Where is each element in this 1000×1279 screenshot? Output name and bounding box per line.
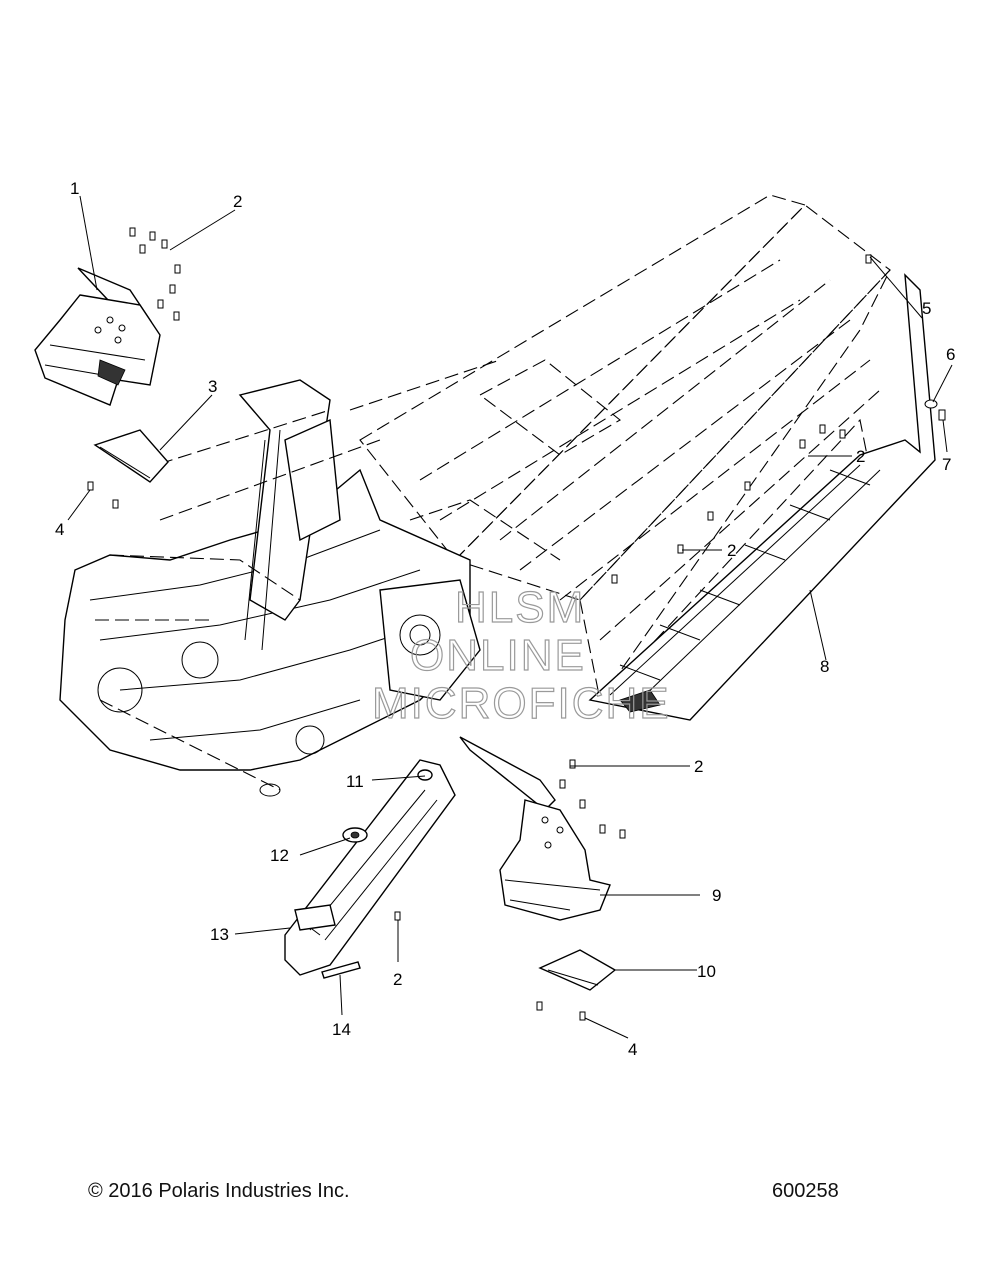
hardware-fasteners xyxy=(87,227,946,1021)
part-13-left-running-board xyxy=(284,759,456,976)
callout-14: 14 xyxy=(332,1020,351,1039)
watermark-line-1: HLSM xyxy=(455,583,585,632)
callout-labels: 1 2 3 4 5 6 7 2 2 8 2 11 12 9 13 2 10 14… xyxy=(55,179,955,1059)
part-10-plate xyxy=(538,949,617,991)
document-number: 600258 xyxy=(772,1180,839,1202)
copyright-text: © 2016 Polaris Industries Inc. xyxy=(88,1180,350,1202)
part-11-grommet xyxy=(417,769,433,781)
screw-icon xyxy=(87,227,872,1021)
callout-2: 2 xyxy=(393,970,402,989)
watermark-line-3: MICROFICHE xyxy=(372,679,671,728)
callout-9: 9 xyxy=(712,886,721,905)
callout-12: 12 xyxy=(270,846,289,865)
callout-11: 11 xyxy=(346,772,364,791)
callout-2: 2 xyxy=(727,541,736,560)
callout-1: 1 xyxy=(70,179,79,198)
callout-7: 7 xyxy=(942,455,951,474)
callout-4: 4 xyxy=(628,1040,637,1059)
washer-icon xyxy=(924,399,938,409)
callout-2: 2 xyxy=(856,447,865,466)
callout-13: 13 xyxy=(210,925,229,944)
callout-4: 4 xyxy=(55,520,64,539)
watermark-line-2: ONLINE xyxy=(410,631,586,680)
part-8-running-board xyxy=(588,273,936,721)
callout-10: 10 xyxy=(697,962,716,981)
callout-2: 2 xyxy=(233,192,242,211)
chassis-frame xyxy=(59,194,891,797)
nut-icon xyxy=(938,409,946,421)
callout-6: 6 xyxy=(946,345,955,364)
callout-8: 8 xyxy=(820,657,829,676)
callout-2: 2 xyxy=(694,757,703,776)
leader-lines xyxy=(67,195,953,1039)
part-14-strip xyxy=(321,961,361,979)
callout-5: 5 xyxy=(922,299,931,318)
part-9-right-bracket xyxy=(459,736,611,921)
part-1-left-bracket xyxy=(34,267,161,406)
part-3-plate xyxy=(93,429,169,483)
callout-3: 3 xyxy=(208,377,217,396)
watermark: HLSM ONLINE MICROFICHE xyxy=(371,582,671,728)
part-12-clip xyxy=(342,827,368,843)
